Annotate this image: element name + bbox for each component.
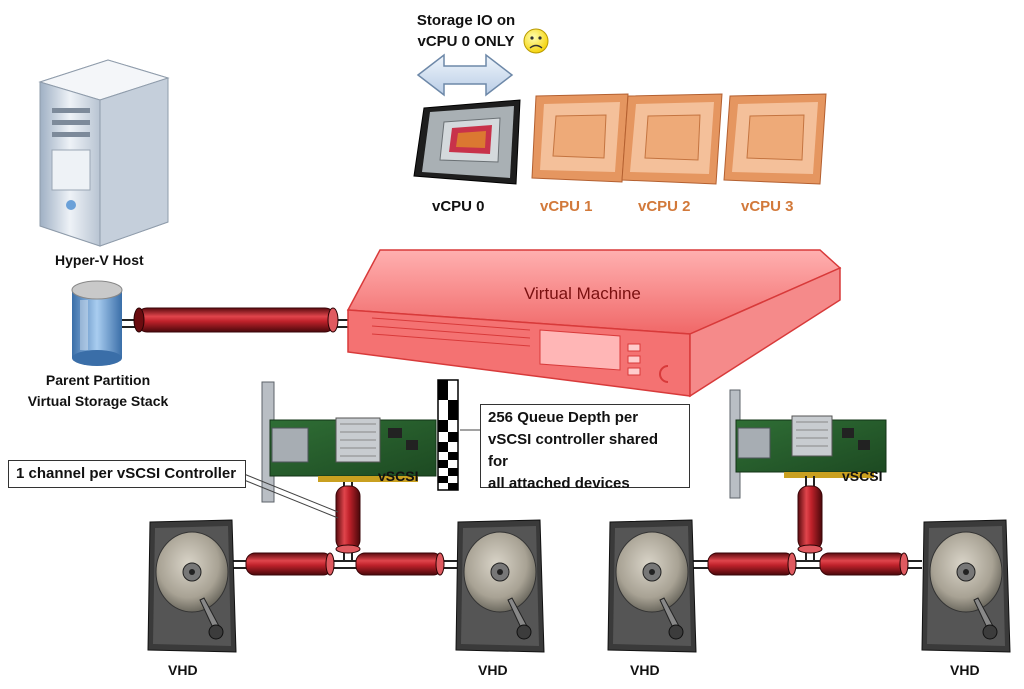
hyperv-host-label: Hyper-V Host [55,252,144,268]
vscsi-controller-card-2-icon [729,389,887,499]
channel-callout: 1 channel per vSCSI Controller [8,460,246,488]
storage-stack-label: Parent Partition Virtual Storage Stack [10,370,186,412]
vcpu1-label: vCPU 1 [540,198,593,215]
left-controller-pipes [232,482,458,576]
host-vm-channel-pipe [122,307,360,333]
vhd-label-4: VHD [950,662,980,678]
vhd-disk-1-icon [147,519,237,653]
vhd-label-1: VHD [168,662,198,678]
queue-depth-callout: 256 Queue Depth per vSCSI controller sha… [480,404,690,492]
right-controller-pipes [692,476,922,576]
hyperv-host-server-icon [38,59,170,247]
channel-callout-leader [243,473,339,519]
vhd-disk-4-icon [921,519,1011,653]
storage-stack-database-icon [71,280,123,366]
vhd-label-2: VHD [478,662,508,678]
storage-stack-line2: Virtual Storage Stack [27,393,169,409]
sad-face-icon [523,28,549,54]
vscsi-label-2: vSCSI [842,468,883,484]
storage-stack-line1: Parent Partition [45,372,151,388]
queue-depth-line2: vSCSI controller shared for [488,431,659,470]
vscsi-label-1: vSCSI [378,468,419,484]
storage-io-line1: Storage IO on [416,12,516,29]
queue-depth-bar-icon [437,379,459,491]
vcpu0-chip-icon [413,99,521,185]
vcpu3-label: vCPU 3 [741,198,794,215]
vcpu1-chip-icon [531,93,629,183]
storage-io-arrow-icon [416,53,514,97]
storage-io-line2: vCPU 0 ONLY [417,33,515,50]
queue-depth-line1: 256 Queue Depth per [488,409,639,426]
virtual-machine-icon [346,249,842,398]
vcpu3-chip-icon [723,93,827,185]
vhd-label-3: VHD [630,662,660,678]
vscsi-controller-card-1-icon [261,381,437,503]
vhd-disk-2-icon [455,519,545,653]
vcpu0-label: vCPU 0 [432,198,485,215]
virtual-machine-label: Virtual Machine [524,284,641,303]
queue-depth-line3: all attached devices [488,475,630,492]
vhd-disk-3-icon [607,519,697,653]
vcpu2-label: vCPU 2 [638,198,691,215]
storage-io-note: Storage IO on vCPU 0 ONLY [396,10,536,52]
vcpu2-chip-icon [621,93,723,185]
